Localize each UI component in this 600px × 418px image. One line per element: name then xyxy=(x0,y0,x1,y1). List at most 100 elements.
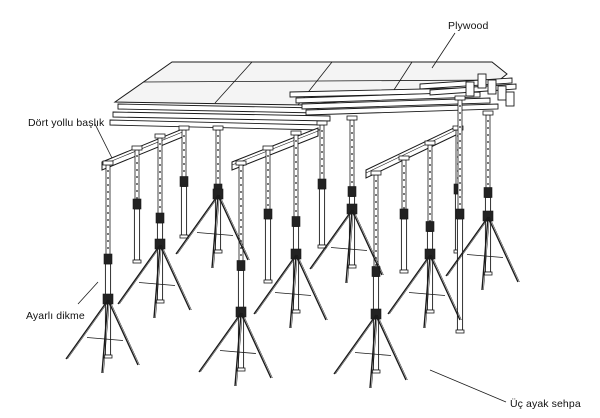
tripod-leg-edge xyxy=(353,209,384,276)
prop-pin-hole xyxy=(267,190,269,192)
label-adjustable-prop: Ayarlı dikme xyxy=(26,310,85,322)
prop-pin-hole xyxy=(295,168,297,170)
prop-pin-hole xyxy=(375,229,377,231)
prop-pin-hole xyxy=(295,140,297,142)
prop-pin-hole xyxy=(459,182,461,184)
prop-pin-hole xyxy=(375,215,377,217)
prop-pin-hole xyxy=(487,176,489,178)
prop-pin-hole xyxy=(107,177,109,179)
secondary-beam xyxy=(305,103,499,116)
tripod-stay xyxy=(196,232,234,236)
prop-pin-hole xyxy=(240,233,242,235)
prop-pin-hole xyxy=(403,165,405,167)
prop-base-plate xyxy=(103,354,113,359)
prop-pin-hole xyxy=(107,212,109,214)
prop-pin-hole xyxy=(351,167,353,169)
prop-pin-hole xyxy=(107,247,109,249)
secondary-beam xyxy=(112,111,331,122)
prop-pin-hole xyxy=(136,176,138,178)
tripod-leg xyxy=(429,254,461,321)
prop-outer-tube xyxy=(318,188,326,246)
prop-pin-hole xyxy=(403,207,405,209)
leader-line xyxy=(77,281,99,305)
prop-base-plate xyxy=(213,249,223,254)
prop-pin-hole xyxy=(267,197,269,199)
tripod-stay xyxy=(354,352,392,356)
tripod-leg xyxy=(387,254,431,315)
prop-pin-hole xyxy=(159,178,161,180)
prop-pin-hole xyxy=(217,163,219,165)
prop-pin-hole xyxy=(136,155,138,157)
tripod-leg-edge xyxy=(425,254,432,329)
prop-adjusting-nut xyxy=(399,208,409,220)
prop-pin-hole xyxy=(459,112,461,114)
tripod-leg xyxy=(153,244,161,319)
prop-pin-hole xyxy=(429,150,431,152)
prop-pin-hole xyxy=(240,177,242,179)
tripod-leg-edge xyxy=(119,244,162,305)
prop-pin-hole xyxy=(429,192,431,194)
tripod-leg-edge xyxy=(103,299,110,374)
prop-head-plate xyxy=(398,155,410,161)
prop-pin-hole xyxy=(107,191,109,193)
prop-adjusting-nut xyxy=(291,216,301,227)
tripod-stay xyxy=(138,282,176,286)
prop-pin-hole xyxy=(159,143,161,145)
prop-pin-hole xyxy=(321,144,323,146)
tripod-leg xyxy=(234,312,242,387)
prop-base-plate xyxy=(132,259,142,264)
prop-adjusting-nut xyxy=(425,221,435,232)
prop-pin-hole xyxy=(136,169,138,171)
prop-pin-hole xyxy=(351,146,353,148)
prop-adjusting-nut xyxy=(155,212,165,224)
prop-pin-hole xyxy=(183,163,185,165)
prop-pin-hole xyxy=(487,148,489,150)
prop-pin-hole xyxy=(159,185,161,187)
tripod-leg xyxy=(217,194,249,261)
prop-pin-hole xyxy=(375,222,377,224)
tripod-leg xyxy=(198,312,242,373)
prop-pin-hole xyxy=(459,175,461,177)
tripod-leg-edge xyxy=(255,254,298,315)
prop-pin-hole xyxy=(217,149,219,151)
tripod-stay xyxy=(86,337,124,341)
prop-pin-hole xyxy=(159,206,161,208)
prop-adjusting-nut xyxy=(317,178,327,190)
tripod-leg xyxy=(333,314,377,375)
prop-pin-hole xyxy=(217,156,219,158)
prop-pin-hole xyxy=(159,150,161,152)
prop-pin-hole xyxy=(217,170,219,172)
prop-pin-hole xyxy=(295,175,297,177)
prop-pin-hole xyxy=(217,177,219,179)
prop-base-plate xyxy=(291,309,301,314)
tripod-leg-edge xyxy=(489,216,520,283)
tripod-leg xyxy=(240,312,272,379)
tripod-leg xyxy=(375,314,407,381)
tripod-leg-edge xyxy=(242,312,273,379)
primary-beam-flange xyxy=(231,130,319,166)
prop-pin-hole xyxy=(240,219,242,221)
prop-base-plate xyxy=(483,271,493,276)
prop-base-plate xyxy=(399,269,409,274)
tripod-leg xyxy=(101,299,109,374)
prop-pin-hole xyxy=(107,170,109,172)
prop-pin-hole xyxy=(107,219,109,221)
prop-pin-hole xyxy=(321,165,323,167)
beam-end xyxy=(497,85,507,101)
tripod-leg xyxy=(423,254,431,329)
prop-pin-hole xyxy=(136,190,138,192)
prop-pin-hole xyxy=(351,160,353,162)
prop-pin-hole xyxy=(351,125,353,127)
prop-pin-hole xyxy=(240,247,242,249)
prop-head-plate xyxy=(262,145,274,151)
prop-pin-hole xyxy=(240,170,242,172)
prop-pin-hole xyxy=(267,162,269,164)
prop-pin-hole xyxy=(459,147,461,149)
prop-inner-tube xyxy=(215,129,221,191)
prop-head-plate xyxy=(346,115,358,121)
prop-base-plate xyxy=(179,234,189,239)
prop-pin-hole xyxy=(321,158,323,160)
prop-pin-hole xyxy=(403,193,405,195)
prop-pin-hole xyxy=(183,149,185,151)
prop-pin-hole xyxy=(295,154,297,156)
